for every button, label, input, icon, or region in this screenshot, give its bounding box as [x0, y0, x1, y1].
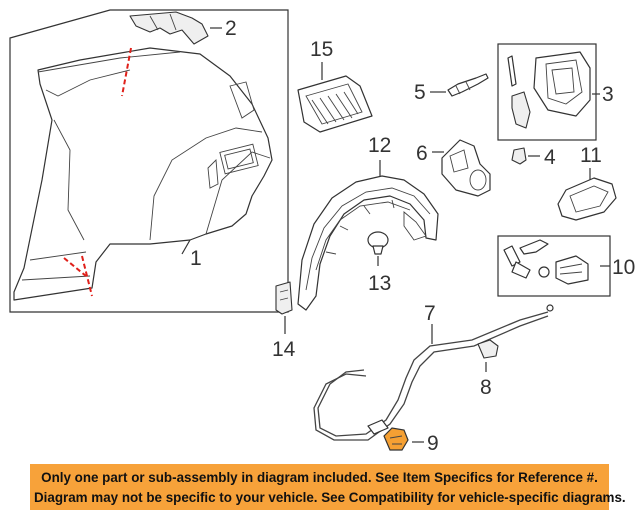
release-cable-group: 7 [313, 302, 554, 441]
grommet-group: 9 [383, 427, 439, 455]
filler-housing-group: 6 [416, 139, 491, 197]
actuator-washer [538, 266, 550, 278]
screw-group: 5 [414, 73, 489, 104]
quarter-panel [13, 47, 273, 301]
callout-14: 14 [272, 338, 296, 361]
push-clip-group: 13 [367, 231, 391, 295]
callout-13: 13 [368, 272, 391, 295]
callout-8: 8 [480, 376, 492, 399]
housing-clip [511, 91, 531, 129]
upper-bracket-group: 2 [129, 11, 237, 45]
fuel-door-housing [533, 51, 591, 117]
cable-clip-group: 8 [477, 339, 499, 399]
callout-11: 11 [580, 144, 602, 167]
actuator-spring [511, 261, 531, 279]
actuator-rod [503, 245, 521, 267]
mud-flap [275, 281, 293, 315]
actuator-lever [519, 239, 549, 255]
callout-9: 9 [427, 432, 439, 455]
fuel-door [557, 177, 617, 221]
wheel-liner [297, 175, 439, 311]
cut-line-lower-right [81, 255, 93, 297]
callout-4: 4 [544, 146, 556, 169]
notice-line-1: Only one part or sub-assembly in diagram… [41, 470, 598, 485]
mud-flap-group: 14 [272, 281, 296, 361]
vent-grille [297, 75, 373, 133]
cable-clip [477, 339, 499, 359]
callout-5: 5 [414, 81, 426, 104]
notice-line-2: Diagram may not be specific to your vehi… [34, 490, 626, 505]
callout-10: 10 [612, 256, 635, 279]
callout-7: 7 [424, 302, 436, 325]
fuel-door-housing-group: 3 [497, 43, 614, 141]
quarter-panel-group: 1 [9, 9, 289, 313]
wheel-liner-group: 12 [297, 134, 439, 311]
notice-banner: Only one part or sub-assembly in diagram… [30, 464, 626, 510]
cut-line-lower-left [63, 257, 87, 277]
fuel-door-housing-frame [497, 43, 597, 141]
small-bracket [511, 147, 527, 165]
vent-grille-group: 15 [297, 38, 373, 133]
cut-line-upper [121, 47, 132, 97]
callout-6: 6 [416, 142, 428, 165]
parts-diagram: 1 2 15 5 3 12 [9, 9, 635, 455]
callout-15: 15 [310, 38, 333, 61]
callout-2: 2 [225, 17, 237, 40]
actuator-body [555, 255, 589, 285]
actuator-kit-group: 10 [497, 235, 635, 297]
upper-bracket [129, 11, 209, 45]
callout-1: 1 [190, 247, 202, 270]
fuel-door-group: 11 [557, 144, 617, 221]
grommet-highlighted [383, 427, 409, 451]
quarter-panel-frame [9, 9, 289, 313]
callout-3: 3 [602, 83, 614, 106]
release-cable [317, 311, 549, 437]
housing-seal-strip [507, 55, 517, 87]
small-bracket-group: 4 [511, 146, 556, 169]
callout-12: 12 [368, 134, 391, 157]
